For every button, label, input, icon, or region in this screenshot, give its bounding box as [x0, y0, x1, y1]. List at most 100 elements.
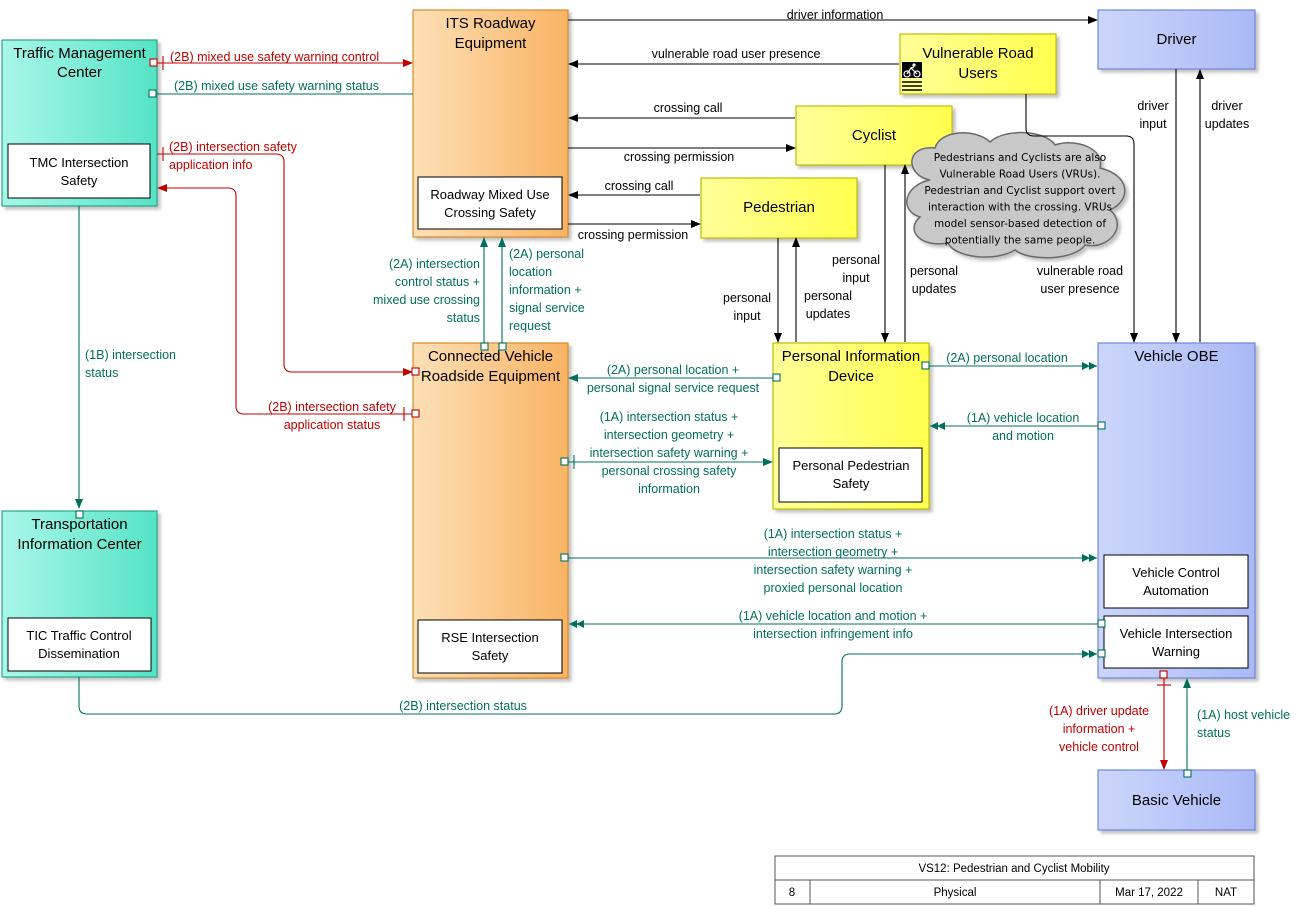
- driver[interactable]: Driver: [1097, 9, 1256, 70]
- label-int-status-2b: (2B) intersection status: [399, 699, 527, 713]
- label-line: information +: [509, 283, 582, 297]
- tic-title-2: Information Center: [17, 536, 141, 553]
- label-line: input: [733, 309, 761, 323]
- flow-int-status-2b: [78, 650, 1097, 715]
- transportation-information-center[interactable]: Transportation Information Center TIC Tr…: [1, 510, 158, 678]
- label-vru-presence-obe: vulnerable road user presence: [1037, 264, 1123, 296]
- label-line: crossing permission: [578, 228, 689, 242]
- title-block: VS12: Pedestrian and Cyclist Mobility 8 …: [774, 855, 1255, 905]
- label-line: proxied personal location: [764, 581, 903, 595]
- diagram-date: Mar 17, 2022: [1115, 887, 1183, 899]
- obe-title: Vehicle OBE: [1134, 348, 1218, 365]
- basic-vehicle[interactable]: Basic Vehicle: [1097, 769, 1256, 831]
- label-mixed-use-control: (2B) mixed use safety warning control: [170, 50, 379, 64]
- black-flows: [568, 16, 1204, 343]
- label-line: (1A) host vehicle: [1197, 708, 1290, 722]
- label-line: user presence: [1040, 282, 1119, 296]
- its-title-2: Equipment: [455, 35, 528, 52]
- label-line: vulnerable road user presence: [652, 47, 821, 61]
- label-line: personal: [804, 289, 852, 303]
- label-line: crossing call: [605, 179, 674, 193]
- label-line: (1A) intersection status +: [764, 527, 903, 541]
- label-ped-personal-updates: personal updates: [804, 289, 852, 321]
- tic-sub-2: Dissemination: [38, 646, 120, 661]
- vru-note-cloud: Pedestrians and Cyclists are alsoVulnera…: [906, 131, 1126, 259]
- label-line: intersection infringement info: [753, 627, 913, 641]
- vulnerable-road-users[interactable]: Vulnerable Road Users: [899, 33, 1057, 95]
- label-line: (1A) vehicle location: [967, 411, 1080, 425]
- flow-vru-presence-obe: [1025, 94, 1138, 343]
- traffic-management-center[interactable]: Traffic Management Center TMC Intersecti…: [1, 39, 158, 207]
- pid-sub-1: Personal Pedestrian: [792, 458, 909, 473]
- personal-information-device[interactable]: Personal Information Device Personal Ped…: [772, 342, 930, 510]
- flow-tmc-app-status: [157, 184, 412, 415]
- label-line: personal: [832, 253, 880, 267]
- label-line: intersection geometry +: [604, 428, 734, 442]
- pid-title-2: Device: [828, 368, 874, 385]
- its-sub-2: Crossing Safety: [444, 205, 536, 220]
- label-line: intersection geometry +: [768, 545, 898, 559]
- label-rse-pid-status: (1A) intersection status + intersection g…: [590, 410, 749, 496]
- cloud-line: model sensor-based detection of: [934, 218, 1106, 230]
- vru-title-1: Vulnerable Road: [922, 45, 1033, 62]
- label-line: control status +: [395, 275, 480, 289]
- label-line: (2B) intersection safety: [169, 140, 298, 154]
- its-title-1: ITS Roadway: [445, 15, 536, 32]
- cloud-line: Vulnerable Road Users (VRUs).: [940, 169, 1101, 181]
- label-crossing-permission-cyclist: crossing permission: [624, 150, 735, 164]
- label-line: (2A) intersection: [389, 257, 480, 271]
- tmc-title-2: Center: [57, 64, 102, 81]
- label-line: application info: [169, 158, 252, 172]
- label-line: information +: [1063, 722, 1136, 736]
- its-roadway-equipment[interactable]: ITS Roadway Equipment Roadway Mixed Use …: [412, 9, 569, 238]
- flow-tmc-app-info: [157, 153, 413, 376]
- cloud-line: Pedestrian and Cyclist support overt: [924, 185, 1115, 197]
- label-mixed-use-status: (2B) mixed use safety warning status: [174, 79, 379, 93]
- label-line: vehicle control: [1059, 740, 1139, 754]
- cvrse-title-2: Roadside Equipment: [421, 368, 561, 385]
- cloud-line: Pedestrians and Cyclists are also: [934, 152, 1106, 164]
- label-line: driver information: [787, 8, 884, 22]
- connected-vehicle-roadside-equipment[interactable]: Connected Vehicle Roadside Equipment RSE…: [412, 342, 569, 679]
- label-line: (1A) vehicle location and motion +: [739, 609, 928, 623]
- label-vru-presence-its: vulnerable road user presence: [652, 47, 821, 61]
- label-line: status: [85, 366, 118, 380]
- label-line: signal service: [509, 301, 585, 315]
- pid-sub-2: Safety: [833, 476, 870, 491]
- label-line: (1A) intersection status +: [600, 410, 739, 424]
- label-crossing-permission-ped: crossing permission: [578, 228, 689, 242]
- vehicle-obe[interactable]: Vehicle OBE Vehicle Control Automation V…: [1097, 342, 1256, 679]
- tic-sub-1: TIC Traffic Control: [26, 628, 131, 643]
- label-line: (2B) intersection status: [399, 699, 527, 713]
- label-line: (2B) mixed use safety warning control: [170, 50, 379, 64]
- label-line: vulnerable road: [1037, 264, 1123, 278]
- label-line: updates: [1205, 117, 1249, 131]
- label-driver-information: driver information: [787, 8, 884, 22]
- green-flows: [75, 89, 1192, 778]
- diagram-tag: NAT: [1215, 887, 1237, 899]
- cvrse-title-1: Connected Vehicle: [428, 348, 553, 365]
- its-sub-1: Roadway Mixed Use: [430, 187, 549, 202]
- label-line: updates: [806, 307, 850, 321]
- vru-title-2: Users: [958, 65, 997, 82]
- label-line: location: [509, 265, 552, 279]
- basic-vehicle-title: Basic Vehicle: [1132, 792, 1221, 809]
- cvrse-sub-2: Safety: [472, 648, 509, 663]
- label-line: (2A) personal location: [946, 351, 1068, 365]
- pedestrian[interactable]: Pedestrian: [700, 177, 858, 239]
- pedestrian-title: Pedestrian: [743, 199, 815, 216]
- pid-title-1: Personal Information: [782, 348, 920, 365]
- tic-title-1: Transportation: [31, 516, 127, 533]
- label-crossing-call-cyclist: crossing call: [654, 101, 723, 115]
- label-rse-obe-status: (1A) intersection status + intersection g…: [754, 527, 913, 595]
- cloud-line: interaction with the crossing. VRUs: [928, 202, 1112, 214]
- label-line: intersection safety warning +: [590, 446, 749, 460]
